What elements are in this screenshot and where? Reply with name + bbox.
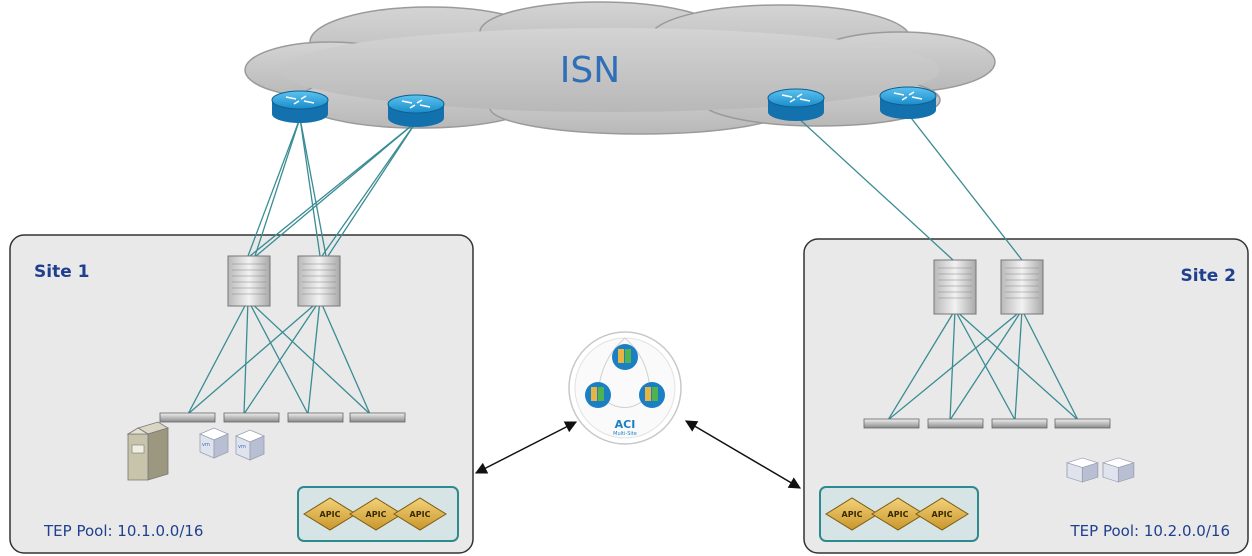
isn-router-1 [271, 90, 329, 123]
site-2-container [803, 238, 1249, 554]
isn-label: ISN [560, 50, 620, 91]
server-tower-icon [126, 421, 169, 481]
multisite-node-icon [612, 344, 638, 370]
aci-multisite-icon: ACI Multi-Site [568, 331, 682, 445]
apic-icon: APIC [915, 497, 969, 531]
svg-text:APIC: APIC [366, 510, 387, 519]
site-1-leaf-switches [159, 412, 406, 423]
site-1-apic-cluster: APIC APIC APIC [297, 486, 459, 542]
vm-icon: vm [234, 429, 266, 461]
svg-text:APIC: APIC [320, 510, 341, 519]
multisite-node-icon [639, 382, 665, 408]
site-2-multisite-arrow [684, 420, 802, 489]
isn-router-4 [879, 86, 937, 119]
vm-icon [1065, 457, 1099, 483]
svg-text:APIC: APIC [932, 510, 953, 519]
svg-text:vm: vm [202, 442, 210, 448]
isn-cloud: ISN [244, 1, 996, 135]
isn-links [247, 113, 1023, 261]
site-2-fabric-links [887, 309, 1079, 421]
site-1-multisite-arrow [474, 421, 578, 474]
site-1-spine-1 [227, 255, 271, 307]
multisite-node-icon [585, 382, 611, 408]
site-2-spine-1 [933, 259, 977, 315]
aci-label: ACI [615, 418, 636, 431]
site-2-spine-2 [1000, 259, 1044, 315]
svg-text:APIC: APIC [888, 510, 909, 519]
site-1-spine-2 [297, 255, 341, 307]
vm-icon [1101, 457, 1135, 483]
isn-router-3 [767, 88, 825, 121]
site-1-container [9, 234, 474, 554]
svg-text:vm: vm [238, 444, 246, 450]
site-2-leaf-switches [863, 418, 1111, 429]
svg-text:APIC: APIC [410, 510, 431, 519]
svg-text:APIC: APIC [842, 510, 863, 519]
site-1-tep-pool: TEP Pool: 10.1.0.0/16 [43, 522, 203, 540]
apic-icon: APIC [393, 497, 447, 531]
site-1-title: Site 1 [34, 262, 89, 282]
site-2-title: Site 2 [1181, 266, 1236, 286]
site-2-apic-cluster: APIC APIC APIC [819, 486, 979, 542]
site-2-tep-pool: TEP Pool: 10.2.0.0/16 [1070, 522, 1230, 540]
vm-icon: vm [198, 427, 230, 459]
aci-sublabel: Multi-Site [613, 431, 637, 437]
site-1-fabric-links [187, 299, 371, 415]
isn-router-2 [387, 94, 445, 127]
